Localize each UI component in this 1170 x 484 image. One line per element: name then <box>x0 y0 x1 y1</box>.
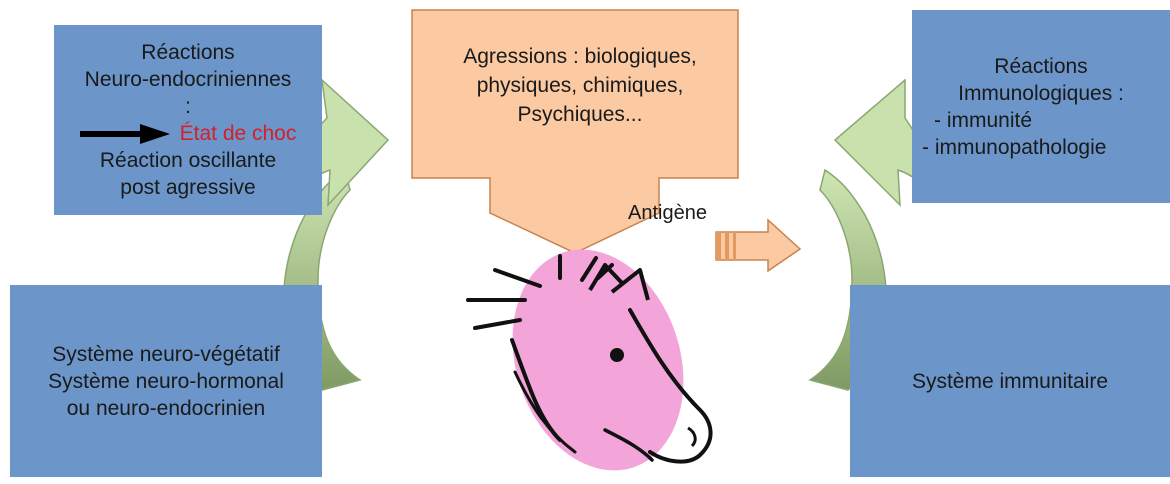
shock-row: État de choc <box>80 120 297 147</box>
box-line: - immunité <box>912 107 1032 134</box>
box-line: Neuro-endocriniennes <box>85 66 292 93</box>
antigen-arrow <box>716 220 800 271</box>
box-line: : <box>185 93 191 120</box>
neuro-endocrine-reactions-box: Réactions Neuro-endocriniennes : État de… <box>54 25 322 215</box>
black-arrow-icon <box>80 124 170 144</box>
box-line: Système neuro-végétatif <box>52 341 280 368</box>
box-line: Psychiques... <box>430 100 730 129</box>
box-line: Réactions <box>994 53 1087 80</box>
box-line: - immunopathologie <box>912 134 1106 161</box>
box-line: Système neuro-hormonal <box>48 368 284 395</box>
immune-system-box: Système immunitaire <box>850 285 1170 477</box>
box-line: Immunologiques : <box>958 80 1124 107</box>
neuro-vegetative-system-box: Système neuro-végétatif Système neuro-ho… <box>10 285 322 477</box>
box-line: ou neuro-endocrinien <box>67 395 265 422</box>
box-line: physiques, chimiques, <box>430 71 730 100</box>
box-line: Réactions <box>141 39 234 66</box>
box-line: Agressions : biologiques, <box>430 42 730 71</box>
box-line: Système immunitaire <box>912 368 1108 395</box>
box-line: Réaction oscillante <box>100 147 276 174</box>
horse-head-drawing <box>468 227 711 484</box>
aggressions-text: Agressions : biologiques, physiques, chi… <box>430 42 730 129</box>
antigen-label: Antigène <box>628 202 707 225</box>
box-line: post agressive <box>120 174 255 201</box>
immunological-reactions-box: Réactions Immunologiques : - immunité - … <box>912 10 1170 203</box>
shock-state-label: État de choc <box>180 120 297 147</box>
